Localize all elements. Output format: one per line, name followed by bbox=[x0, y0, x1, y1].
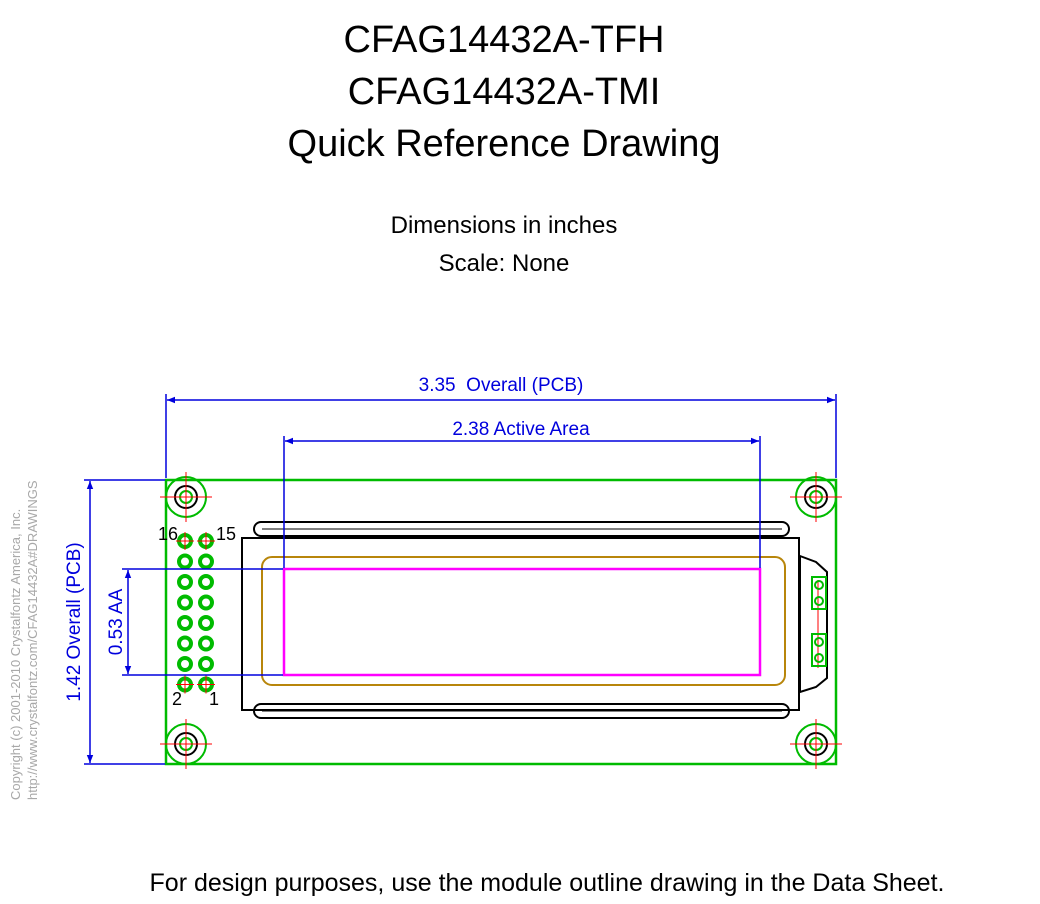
bezel-top-strip bbox=[253, 521, 790, 537]
header-pin bbox=[198, 594, 214, 611]
active-width-dimension: 2.38 Active Area bbox=[283, 419, 761, 568]
active-width-label: 2.38 Active Area bbox=[452, 419, 590, 440]
header-pin bbox=[198, 635, 214, 652]
header-pin bbox=[177, 594, 193, 611]
mounting-hole-bottom-left bbox=[160, 719, 212, 769]
header-pin bbox=[177, 656, 193, 672]
design-note: For design purposes, use the module outl… bbox=[149, 869, 945, 897]
units-note: Dimensions in inches bbox=[390, 212, 618, 239]
pin-label-2: 2 bbox=[172, 689, 182, 709]
pin-centerline bbox=[197, 675, 215, 694]
active-area bbox=[282, 567, 762, 677]
bezel-bottom-strip bbox=[253, 703, 790, 719]
header-pin bbox=[198, 615, 214, 631]
pin-centerline bbox=[176, 675, 194, 694]
pcb-outline bbox=[164, 478, 838, 766]
pin-centerline bbox=[176, 532, 194, 550]
header-pin bbox=[198, 574, 214, 590]
header-pin bbox=[177, 635, 193, 652]
header-pin bbox=[177, 615, 193, 631]
pin-label-15: 15 bbox=[216, 524, 236, 544]
title-line-1: CFAG14432A-TFH bbox=[343, 19, 665, 61]
mounting-hole-top-right bbox=[790, 472, 842, 522]
header-pin bbox=[198, 656, 214, 672]
pin-header bbox=[176, 532, 215, 694]
header-pin bbox=[177, 553, 193, 570]
title-line-2: CFAG14432A-TMI bbox=[347, 71, 661, 113]
pin-label-1: 1 bbox=[209, 689, 219, 709]
active-height-dimension: 0.53 AA bbox=[106, 568, 283, 676]
scale-note: Scale: None bbox=[438, 250, 570, 277]
pin-label-16: 16 bbox=[158, 524, 178, 544]
backlight-connector bbox=[799, 554, 828, 694]
viewing-area bbox=[261, 556, 786, 686]
header-pin bbox=[198, 553, 214, 570]
overall-width-label: 3.35 Overall (PCB) bbox=[419, 375, 584, 396]
overall-width-dimension: 3.35 Overall (PCB) bbox=[165, 375, 837, 478]
overall-height-dimension: 1.42 Overall (PCB) bbox=[64, 479, 165, 765]
mounting-hole-bottom-right bbox=[790, 719, 842, 769]
title-line-3: Quick Reference Drawing bbox=[287, 123, 721, 165]
active-height-label: 0.53 AA bbox=[106, 588, 127, 655]
overall-height-label: 1.42 Overall (PCB) bbox=[64, 542, 85, 701]
mounting-hole-top-left bbox=[160, 472, 212, 522]
header-pin bbox=[177, 574, 193, 590]
pin-centerline bbox=[197, 532, 215, 550]
